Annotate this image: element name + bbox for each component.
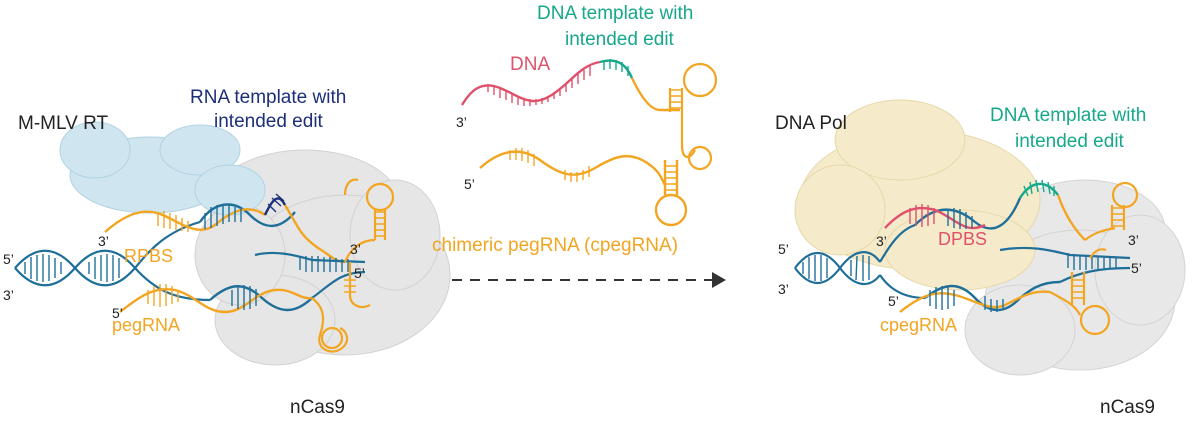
end-3-dna-mid: 3’	[456, 114, 467, 130]
end-3-left: 3’	[3, 287, 14, 303]
target-duplex-left	[254, 251, 366, 299]
middle-panel: DNA template with intended edit DNA	[432, 3, 726, 288]
end-5-rna-mid: 5’	[464, 176, 475, 192]
end-5-pegrna: 5’	[112, 305, 123, 321]
hairpin-top-mid	[668, 62, 718, 171]
dna-pol-label: DNA Pol	[775, 113, 847, 134]
rna-strand-mid	[479, 148, 688, 227]
left-panel: M-MLV RT RNA template with intended edit…	[3, 87, 451, 418]
ncas9-protein-right	[964, 179, 1186, 376]
pegrna-duplex	[119, 284, 313, 314]
end-3-right: 3’	[350, 241, 361, 257]
end-5-right: 5’	[354, 265, 365, 281]
mmlv-rt-label: M-MLV RT	[18, 113, 108, 134]
rpbs-duplex	[104, 193, 346, 264]
dna-pol-protein	[794, 99, 1041, 291]
dna-template-label-line2-mid: intended edit	[565, 29, 675, 50]
end-3-left-right: 3’	[778, 281, 789, 297]
dna-label: DNA	[510, 54, 550, 75]
dpbs-duplex	[884, 179, 1086, 241]
end-5-left-right: 5’	[778, 241, 789, 257]
end-5-right-right: 5’	[1131, 260, 1142, 276]
dna-template-label-line2-right: intended edit	[1015, 131, 1125, 152]
rpbs-label: RPBS	[124, 246, 173, 266]
cpegrna-scaffold-right	[1049, 181, 1139, 336]
dna-template-label-line1-right: DNA template with	[990, 105, 1146, 126]
dna-strand-mid	[460, 59, 680, 112]
chimeric-pegrna-label: chimeric pegRNA (cpegRNA)	[432, 235, 678, 256]
end-3-dpbs: 3’	[876, 233, 887, 249]
mmlv-rt-protein	[59, 121, 266, 216]
dashed-right-arrow-icon	[452, 272, 726, 288]
cpegrna-label: cpegRNA	[880, 315, 957, 335]
end-5-left: 5’	[3, 251, 14, 267]
target-duplex-right	[999, 246, 1131, 283]
dpbs-label: DPBS	[938, 229, 987, 249]
pegrna-label: pegRNA	[112, 315, 180, 335]
cpegrna-duplex	[899, 280, 1061, 313]
right-panel: DNA Pol DNA template with intended edit …	[775, 99, 1186, 418]
ncas9-label-right: nCas9	[1100, 397, 1155, 418]
end-3-right-right: 3’	[1128, 232, 1139, 248]
dna-helix-left	[14, 220, 211, 302]
pegrna-scaffold-left	[311, 178, 395, 353]
end-3-rpbs: 3’	[98, 233, 109, 249]
rna-template-label-line2: intended edit	[214, 111, 324, 132]
rna-template-label-line1: RNA template with	[190, 87, 346, 108]
dna-template-label-line1-mid: DNA template with	[537, 3, 693, 24]
ncas9-label-left: nCas9	[290, 397, 345, 418]
end-5-cpegrna: 5’	[888, 293, 899, 309]
